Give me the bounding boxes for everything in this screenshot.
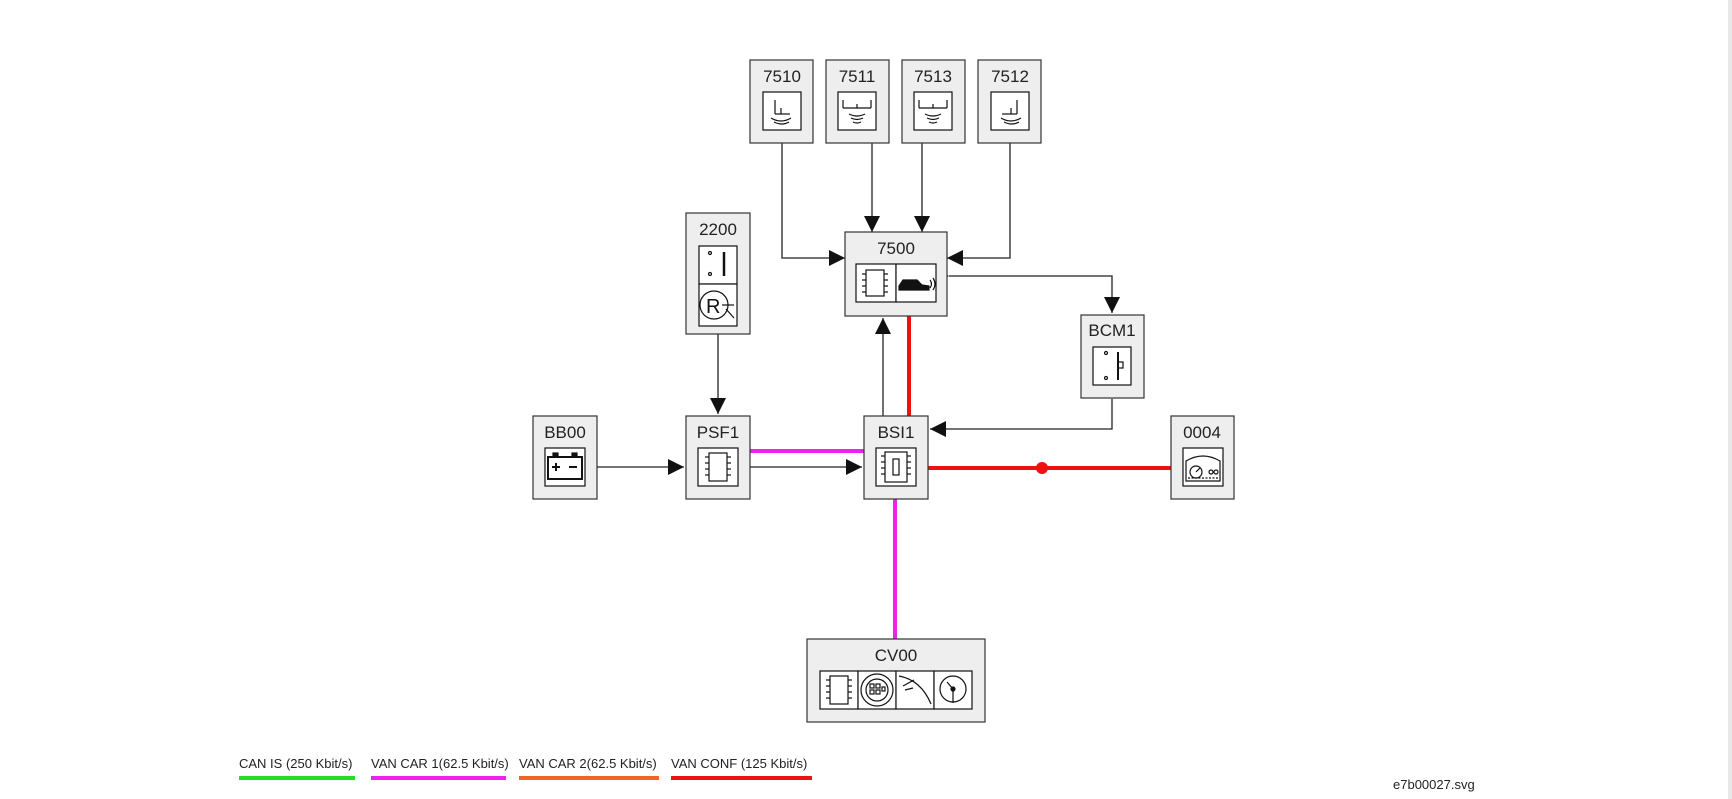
chip-icon <box>697 447 739 487</box>
component-label: 7513 <box>914 67 952 86</box>
legend-item-van-car1: VAN CAR 1(62.5 Kbit/s) <box>371 756 509 780</box>
signal-wires <box>597 143 1120 475</box>
front-center-sensor-icon <box>913 91 953 131</box>
wire-7512-7500 <box>947 143 1011 266</box>
wire-7510-7500 <box>781 143 845 266</box>
component-7500[interactable]: 7500 <box>844 231 948 317</box>
component-label: 7500 <box>877 239 915 258</box>
component-7511[interactable]: 7511 <box>825 59 890 144</box>
component-0004[interactable]: 0004 <box>1170 415 1235 500</box>
component-label: 0004 <box>1183 423 1221 442</box>
component-7512[interactable]: 7512 <box>977 59 1042 144</box>
legend-item-can-is: CAN IS (250 Kbit/s) <box>239 756 355 780</box>
component-7510[interactable]: 7510 <box>749 59 814 144</box>
svg-text:CAN IS (250 Kbit/s): CAN IS (250 Kbit/s) <box>239 756 352 771</box>
wire-bcm1-bsi1 <box>930 383 1120 437</box>
component-label: BB00 <box>544 423 586 442</box>
van-conf-junction <box>1036 462 1048 474</box>
component-cv00[interactable]: CV00 <box>806 638 986 723</box>
component-label: 2200 <box>699 220 737 239</box>
svg-text:VAN CAR 2(62.5 Kbit/s): VAN CAR 2(62.5 Kbit/s) <box>519 756 657 771</box>
front-left-sensor-icon <box>762 91 802 131</box>
svg-text:VAN CAR 1(62.5 Kbit/s): VAN CAR 1(62.5 Kbit/s) <box>371 756 509 771</box>
component-bb00[interactable]: BB00 <box>532 415 598 500</box>
instrument-panel-icon <box>1182 447 1224 487</box>
component-label: BSI1 <box>878 423 915 442</box>
component-label: CV00 <box>875 646 918 665</box>
file-name-label: e7b00027.svg <box>1393 777 1475 792</box>
component-label: 7510 <box>763 67 801 86</box>
scrollbar-track <box>1728 0 1732 799</box>
battery-icon <box>544 447 586 487</box>
component-psf1[interactable]: PSF1 <box>685 415 751 500</box>
reverse-switch-icon: R <box>698 245 738 327</box>
wire-7500-bcm1 <box>933 268 1120 313</box>
component-7513[interactable]: 7513 <box>901 59 966 144</box>
component-bsi1[interactable]: BSI1 <box>863 415 929 500</box>
parking-assist-ecu-icon <box>855 263 937 303</box>
legend-item-van-car2: VAN CAR 2(62.5 Kbit/s) <box>519 756 659 780</box>
front-right-sensor-icon <box>990 91 1030 131</box>
fuse-box-icon <box>875 447 917 487</box>
legend-item-van-conf: VAN CONF (125 Kbit/s) <box>671 756 812 780</box>
bus-lines <box>750 316 1171 639</box>
relay-switch-icon <box>1092 346 1132 386</box>
component-2200[interactable]: 2200 R <box>685 212 751 335</box>
component-label: 7512 <box>991 67 1029 86</box>
component-boxes: 7510 7511 <box>532 59 1235 723</box>
component-label: PSF1 <box>697 423 740 442</box>
legend: CAN IS (250 Kbit/s) VAN CAR 1(62.5 Kbit/… <box>239 756 812 780</box>
component-label: 7511 <box>839 67 876 86</box>
front-center-sensor-icon <box>837 91 877 131</box>
component-bcm1[interactable]: BCM1 <box>1080 314 1145 399</box>
svg-text:R: R <box>706 296 720 318</box>
steering-switch-module-icon <box>819 670 973 710</box>
component-label: BCM1 <box>1088 321 1135 340</box>
svg-text:VAN CONF (125 Kbit/s): VAN CONF (125 Kbit/s) <box>671 756 807 771</box>
